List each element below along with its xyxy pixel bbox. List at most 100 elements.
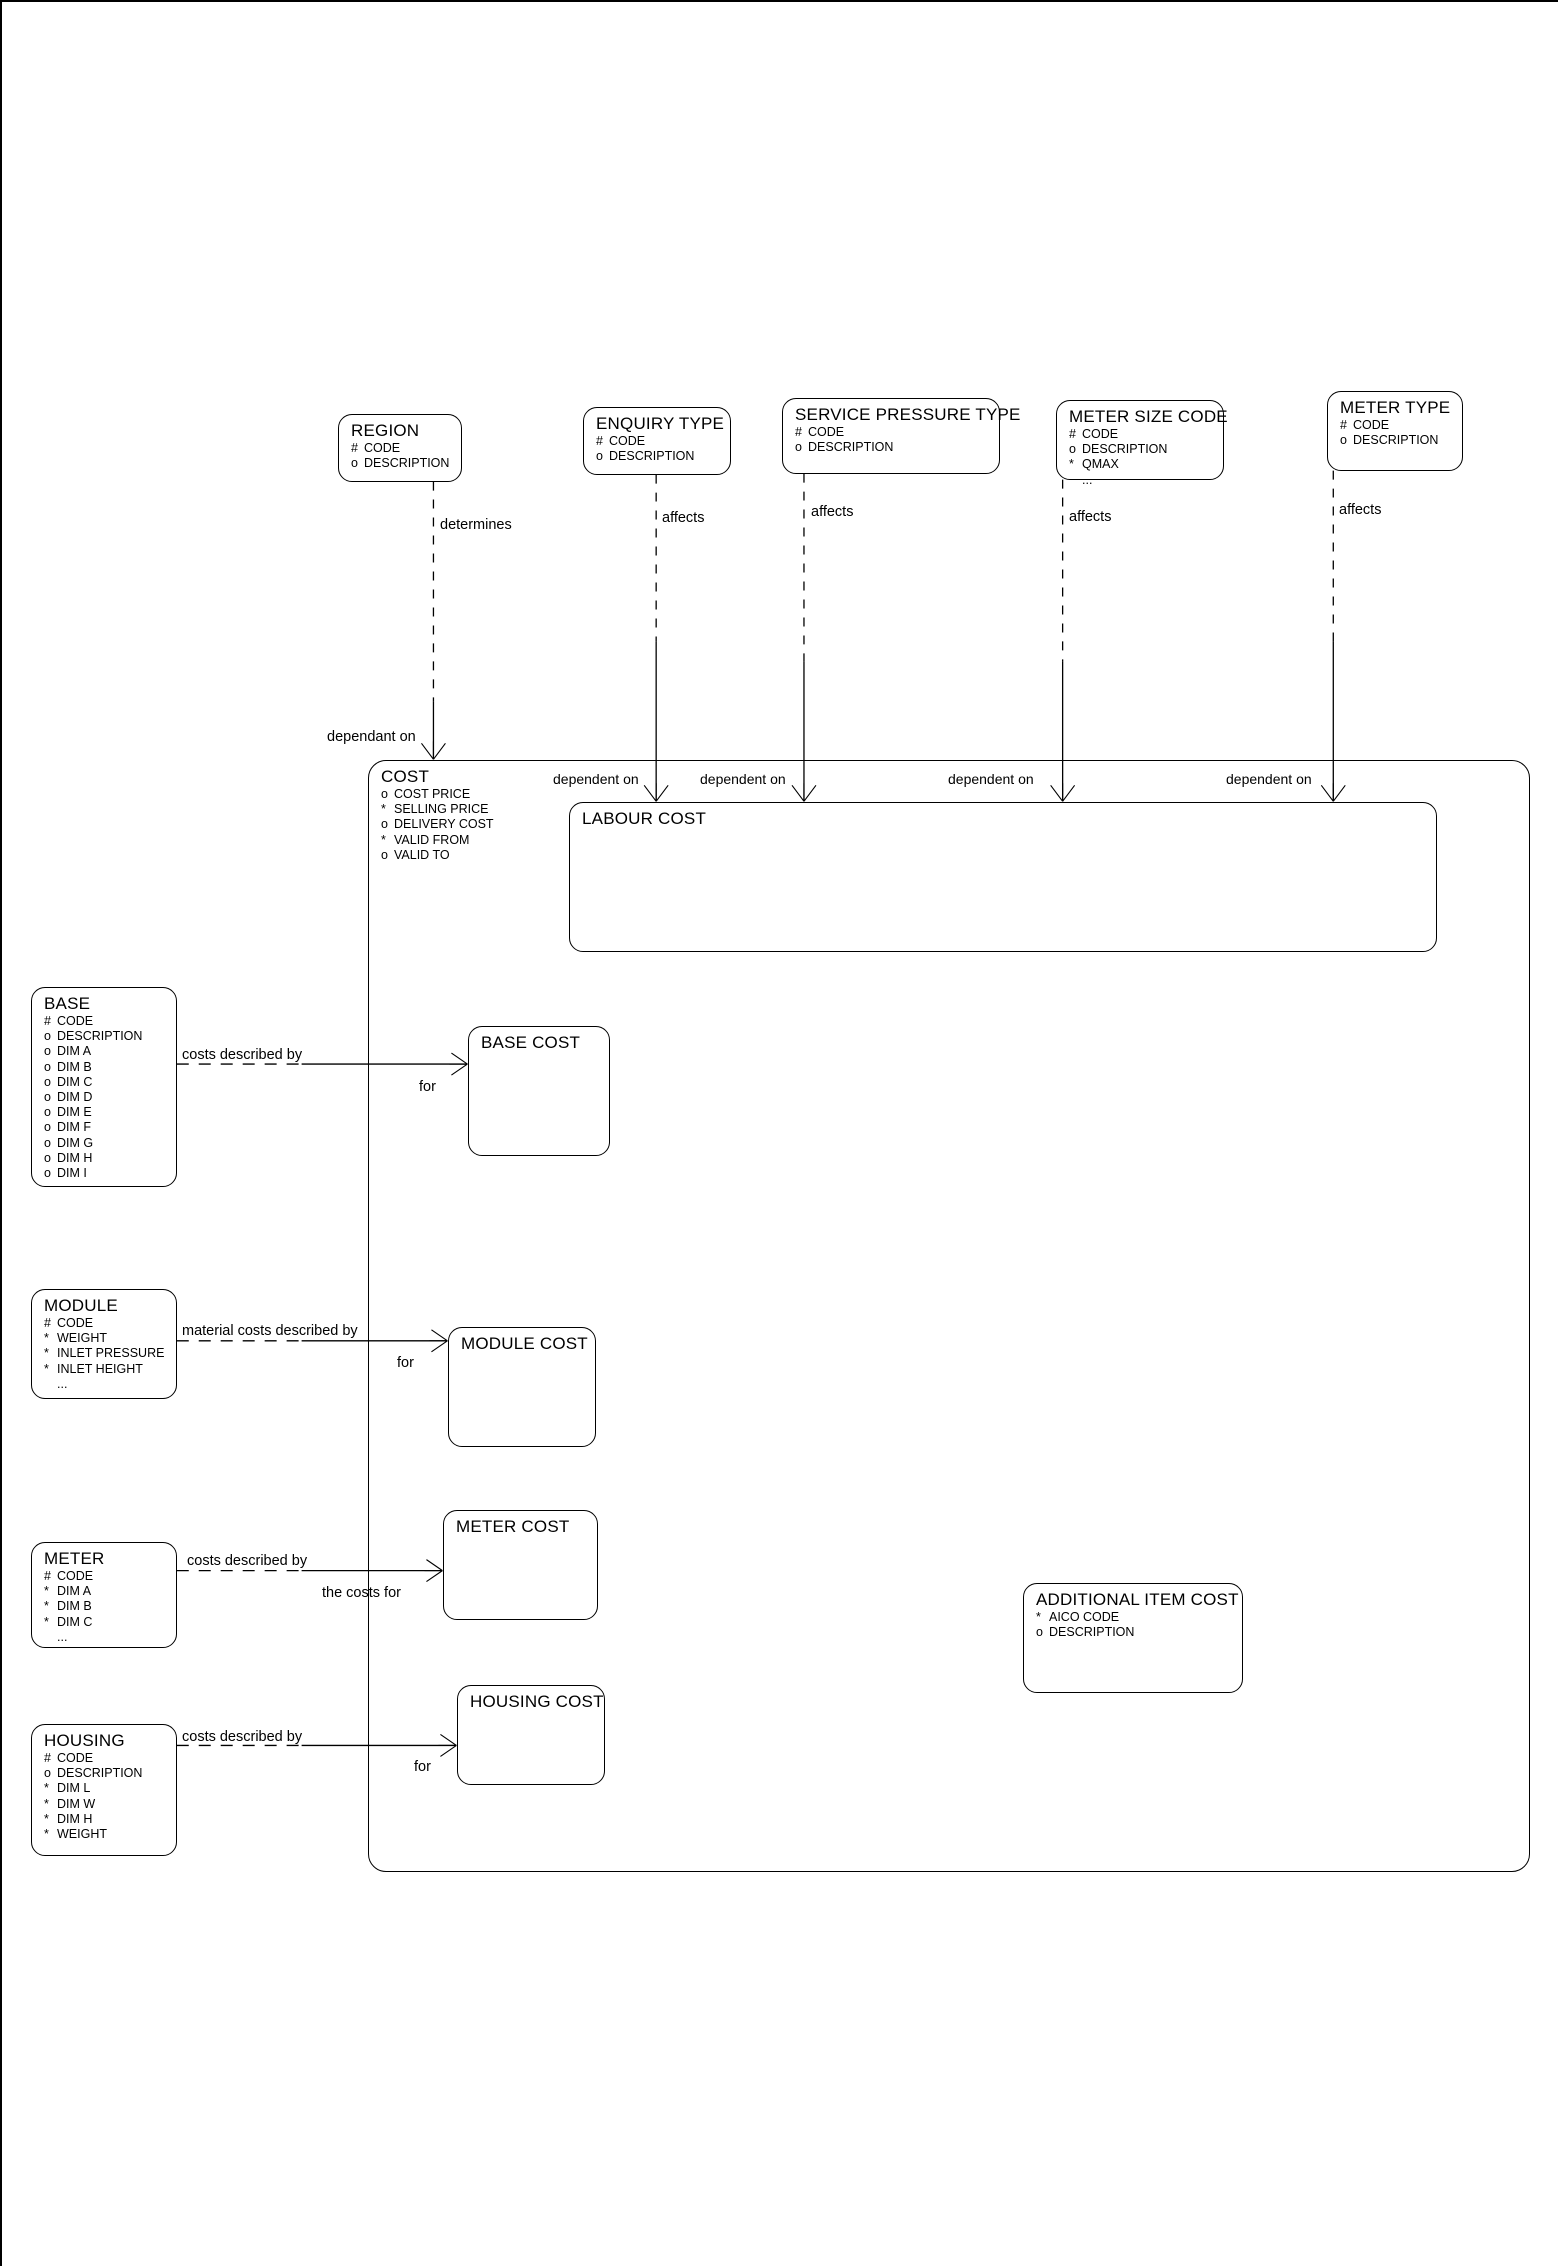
relationship-label-base-costs-described-by: costs described by bbox=[182, 1047, 303, 1063]
relationship-label-service-pressure-affects: affects bbox=[811, 504, 854, 520]
attribute-marker: # bbox=[351, 441, 358, 455]
attribute-label: ... bbox=[57, 1629, 68, 1644]
attribute-label: DIM A bbox=[57, 1044, 92, 1059]
entity-module[interactable]: MODULE #CODE *WEIGHT *INLET PRESSURE *IN… bbox=[31, 1289, 177, 1399]
relationship-label-cost-dependant-on: dependant on bbox=[327, 729, 416, 745]
attribute-marker: o bbox=[44, 1150, 51, 1165]
attribute-label: DELIVERY COST bbox=[394, 817, 494, 832]
attribute-marker: o bbox=[44, 1766, 51, 1781]
attribute-marker: o bbox=[381, 817, 388, 832]
attribute-label: DIM B bbox=[57, 1599, 92, 1614]
attribute-label: WEIGHT bbox=[57, 1827, 107, 1842]
relationship-label-module-material-costs-described-by: material costs described by bbox=[182, 1323, 358, 1339]
relationship-label-base-for: for bbox=[419, 1079, 436, 1095]
attribute-marker: # bbox=[44, 1751, 51, 1765]
relationship-meter-type-labour bbox=[1320, 470, 1346, 802]
attribute-label: DESCRIPTION bbox=[57, 1766, 143, 1781]
attribute-label: DIM A bbox=[57, 1584, 92, 1599]
attribute-row: *DIM C bbox=[44, 1615, 166, 1630]
attribute-marker: # bbox=[44, 1316, 51, 1330]
attribute-marker: o bbox=[44, 1044, 51, 1059]
attribute-marker: o bbox=[44, 1090, 51, 1105]
attribute-marker: * bbox=[44, 1584, 49, 1599]
attribute-marker: * bbox=[44, 1827, 49, 1842]
attribute-row: o DESCRIPTION bbox=[44, 1766, 166, 1781]
attribute-label: DIM I bbox=[57, 1166, 87, 1181]
attribute-label: DIM L bbox=[57, 1781, 91, 1796]
attribute-label: SELLING PRICE bbox=[394, 802, 489, 817]
entity-module-cost[interactable]: MODULE COST bbox=[448, 1327, 596, 1447]
attribute-row: ... bbox=[44, 1377, 166, 1392]
entity-service-pressure-type-title: SERVICE PRESSURE TYPE bbox=[795, 405, 1021, 424]
relationship-region-cost bbox=[421, 481, 446, 760]
attribute-marker: o bbox=[351, 456, 358, 471]
relationship-label-module-for: for bbox=[397, 1355, 414, 1371]
attribute-label: DESCRIPTION bbox=[57, 1029, 143, 1044]
relationship-label-labour-dependent-on-2: dependent on bbox=[700, 771, 786, 787]
crowfoot-module-modulecost-icon bbox=[429, 1329, 448, 1353]
attribute-label: VALID FROM bbox=[394, 832, 470, 847]
attribute-marker: o bbox=[44, 1105, 51, 1120]
attribute-label: DIM D bbox=[57, 1090, 93, 1105]
relationship-label-labour-dependent-on-4: dependent on bbox=[1226, 771, 1312, 787]
attribute-row: o DIM D bbox=[44, 1090, 166, 1105]
attribute-row: o DIM B bbox=[44, 1060, 166, 1075]
entity-enquiry-type-title: ENQUIRY TYPE bbox=[596, 414, 725, 433]
attribute-row: #CODE bbox=[1340, 418, 1452, 433]
entity-meter[interactable]: METER #CODE *DIM A *DIM B *DIM C ... bbox=[31, 1542, 177, 1648]
crowfoot-meter-size-labour-icon bbox=[1050, 783, 1076, 802]
entity-module-cost-title: MODULE COST bbox=[461, 1334, 588, 1353]
attribute-marker: # bbox=[44, 1014, 51, 1028]
attribute-label: CODE bbox=[57, 1014, 94, 1028]
relationship-housing-housingcost bbox=[176, 1734, 457, 1757]
attribute-marker: # bbox=[44, 1569, 51, 1583]
attribute-marker: o bbox=[44, 1074, 51, 1089]
entity-base-cost[interactable]: BASE COST bbox=[468, 1026, 610, 1156]
relationship-label-meter-costs-described-by: costs described by bbox=[187, 1553, 308, 1569]
relationship-label-labour-dependent-on-1: dependent on bbox=[553, 771, 639, 787]
attribute-marker: # bbox=[795, 425, 802, 439]
attribute-marker: o bbox=[596, 449, 603, 464]
attribute-label: DIM B bbox=[57, 1059, 92, 1074]
attribute-marker: * bbox=[44, 1331, 49, 1346]
attribute-row: #CODE bbox=[44, 1751, 166, 1766]
attribute-label: DESCRIPTION bbox=[1049, 1625, 1135, 1640]
crowfoot-housing-housingcost-icon bbox=[438, 1734, 457, 1757]
relationship-meter-metercost bbox=[176, 1559, 443, 1583]
relationship-label-housing-costs-described-by: costs described by bbox=[182, 1729, 303, 1745]
entity-housing-cost-title: HOUSING COST bbox=[470, 1692, 604, 1711]
attribute-marker: o bbox=[44, 1135, 51, 1150]
entity-meter-attributes: #CODE *DIM A *DIM B *DIM C ... bbox=[44, 1569, 166, 1645]
attribute-marker: # bbox=[1340, 418, 1347, 432]
crowfoot-region-cost-icon bbox=[421, 741, 446, 760]
attribute-marker: o bbox=[44, 1166, 51, 1181]
attribute-marker: o bbox=[44, 1059, 51, 1074]
attribute-marker: * bbox=[44, 1361, 49, 1376]
entity-housing-cost[interactable]: HOUSING COST bbox=[457, 1685, 605, 1785]
attribute-label: CODE bbox=[609, 434, 646, 448]
attribute-label: DESCRIPTION bbox=[609, 449, 695, 464]
attribute-label: ... bbox=[1082, 472, 1093, 487]
attribute-label: ... bbox=[57, 1376, 68, 1391]
relationship-enquiry-labour bbox=[643, 474, 669, 802]
entity-labour-cost[interactable]: LABOUR COST bbox=[569, 802, 1437, 952]
relationship-label-labour-dependent-on-3: dependent on bbox=[948, 771, 1034, 787]
entity-meter-cost[interactable]: METER COST bbox=[443, 1510, 598, 1620]
attribute-label: DIM F bbox=[57, 1120, 92, 1135]
attribute-row: *DIM W bbox=[44, 1797, 166, 1812]
